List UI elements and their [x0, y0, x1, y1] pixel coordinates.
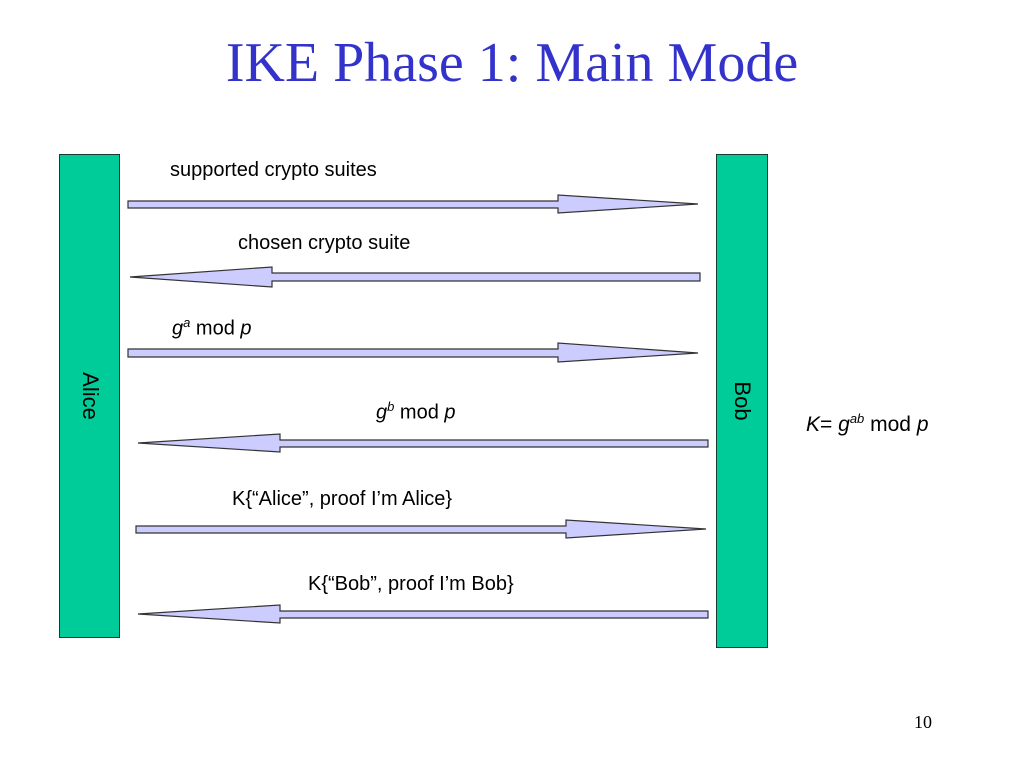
- message-label-2: chosen crypto suite: [238, 232, 411, 254]
- key-exp: ab: [849, 411, 865, 426]
- arrow-right-5: [135, 519, 707, 539]
- arrow-left-6: [137, 604, 709, 624]
- alice-lifeline: Alice: [59, 154, 120, 638]
- arrow-right-1: [127, 194, 699, 214]
- message-4-rest: mod: [394, 401, 445, 424]
- message-label-4: gb mod p: [376, 399, 456, 425]
- message-label-6: K{“Bob”, proof I’m Bob}: [308, 573, 514, 595]
- message-4-var: p: [444, 401, 456, 424]
- message-3-var: p: [240, 317, 252, 340]
- message-3-exp: a: [183, 315, 191, 330]
- page-number: 10: [914, 712, 932, 732]
- key-equals: =: [820, 413, 839, 436]
- message-4-exp: b: [387, 399, 395, 414]
- arrow-left-4: [137, 433, 709, 453]
- shared-key-equation: K= gab mod p: [806, 411, 929, 437]
- key-symbol: K: [806, 413, 821, 436]
- key-base: g: [838, 413, 850, 436]
- message-label-1: supported crypto suites: [170, 159, 377, 181]
- message-3-rest: mod: [190, 317, 241, 340]
- key-var: p: [916, 413, 929, 436]
- key-rest: mod: [864, 413, 917, 436]
- arrow-right-3: [127, 342, 699, 363]
- message-label-3: ga mod p: [172, 315, 252, 341]
- message-4-base: g: [376, 401, 388, 424]
- slide-title: IKE Phase 1: Main Mode: [225, 32, 799, 94]
- arrow-left-2: [129, 266, 701, 288]
- message-3-base: g: [172, 317, 184, 340]
- bob-lifeline: Bob: [716, 154, 768, 648]
- message-label-5: K{“Alice”, proof I’m Alice}: [232, 488, 453, 510]
